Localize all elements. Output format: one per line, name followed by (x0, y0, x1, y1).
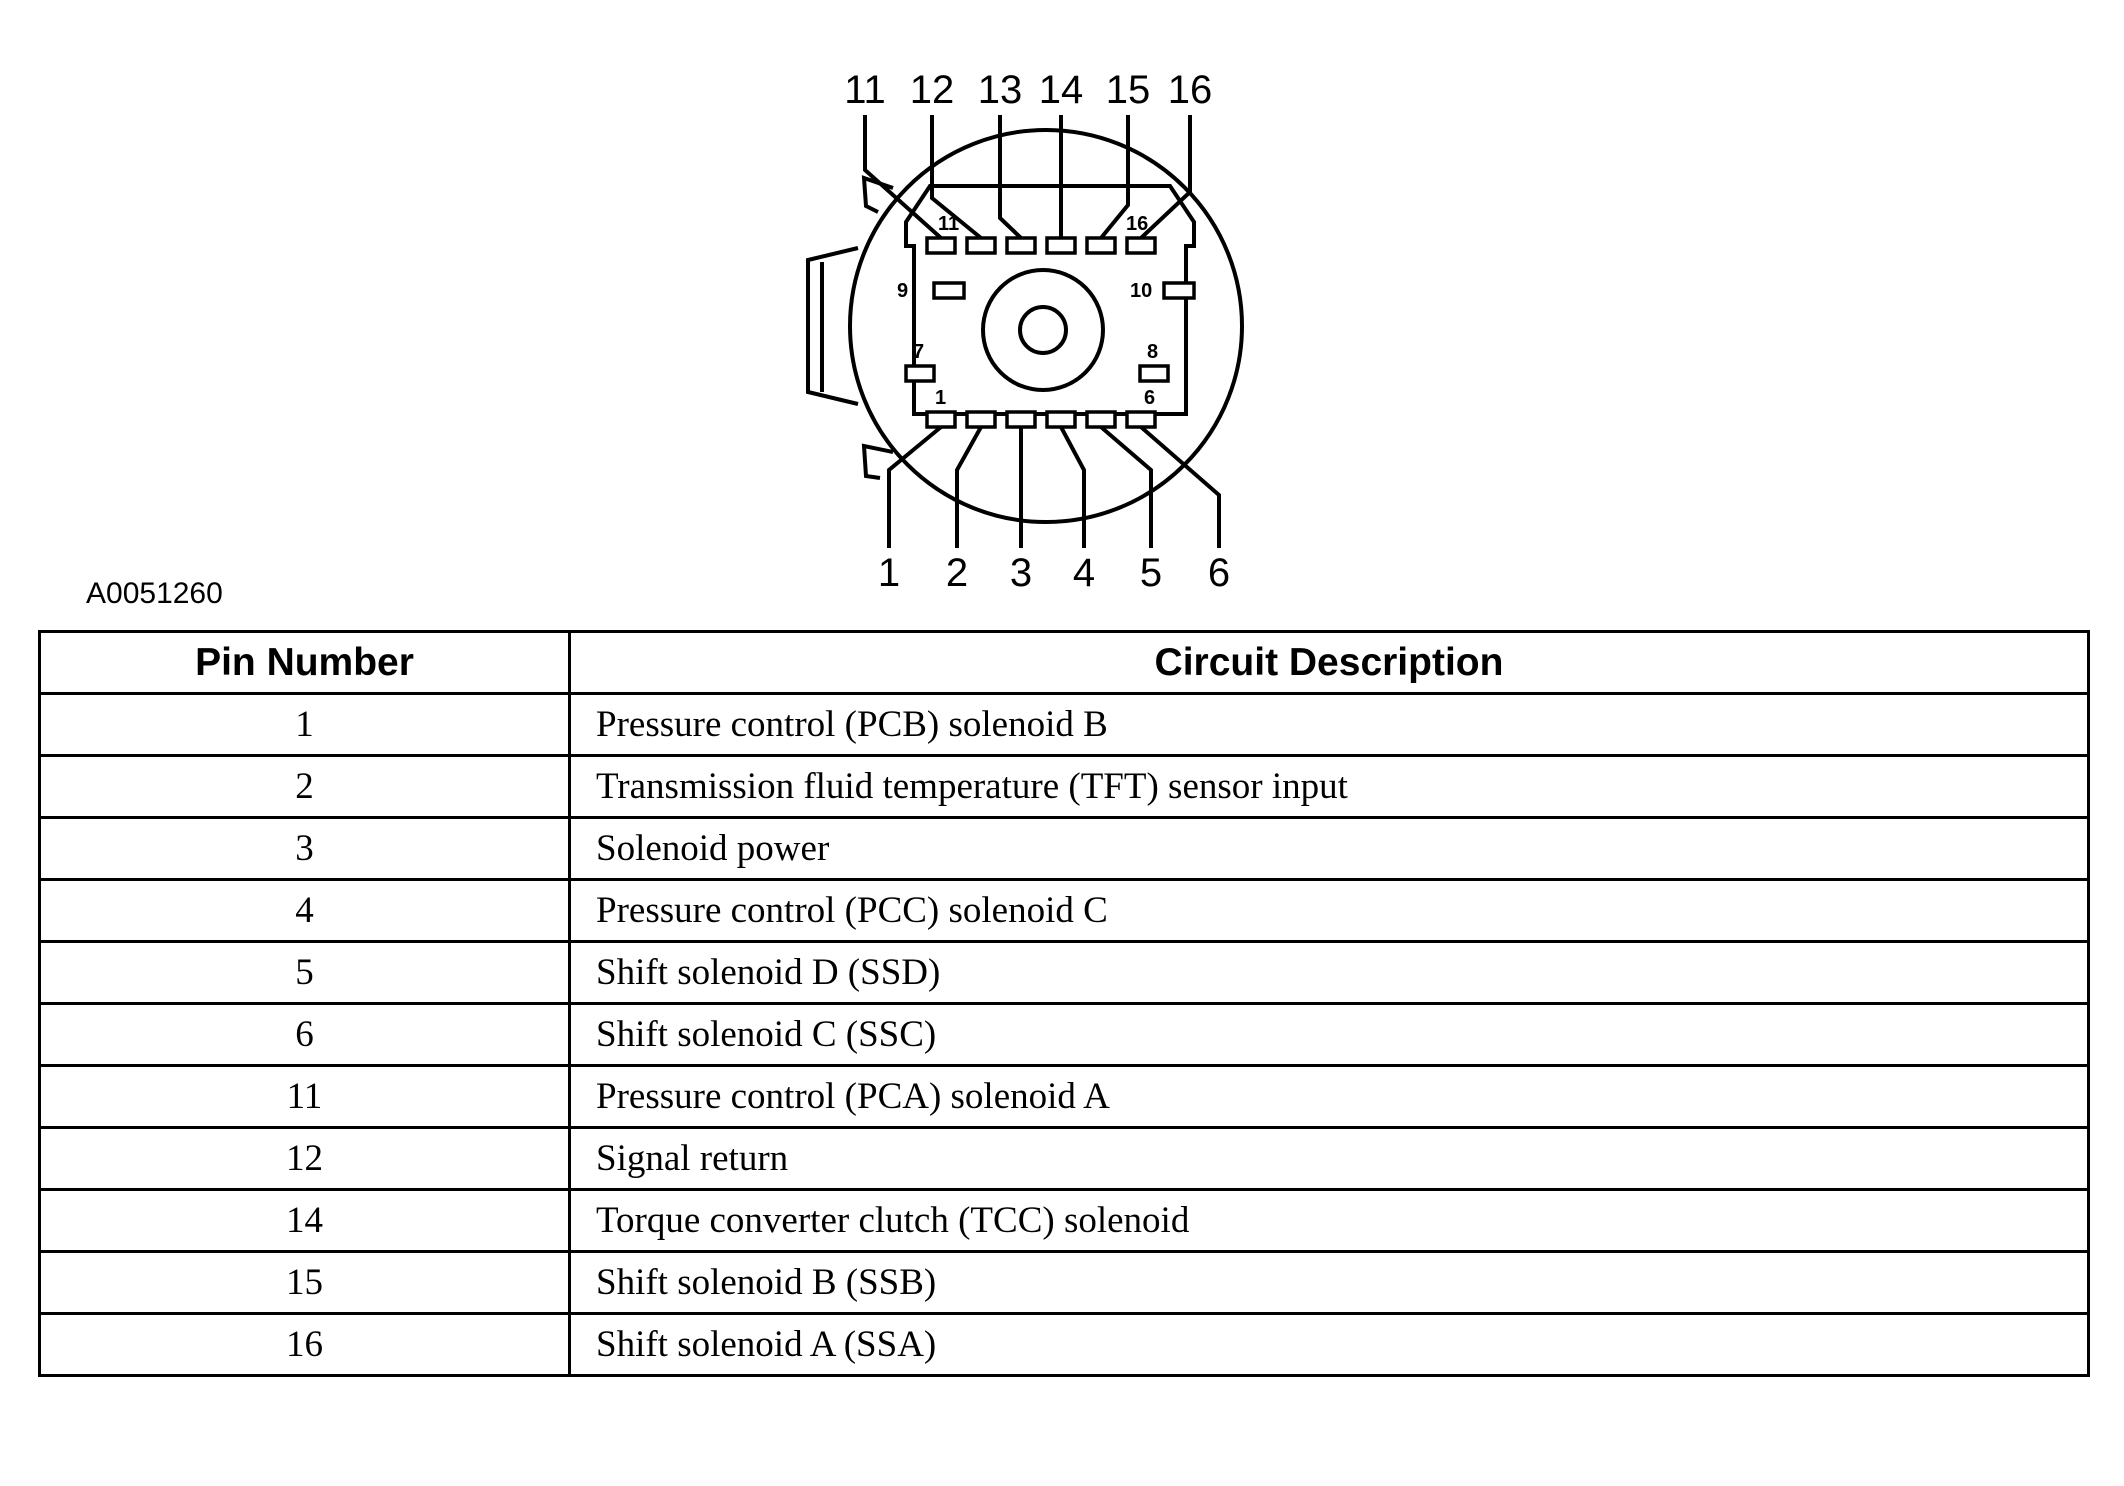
description-cell: Pressure control (PCC) solenoid C (568, 878, 2090, 943)
terminal-9 (932, 281, 966, 300)
terminal-3 (1005, 410, 1037, 429)
terminal-13 (1005, 236, 1037, 255)
callout-15: 15 (1106, 68, 1151, 112)
callout-14: 14 (1039, 68, 1084, 112)
connector-pinout-diagram: 11 12 13 14 15 16 1 2 3 4 5 6 11 16 9 10… (86, 68, 1244, 610)
pin-cell: 16 (38, 1312, 571, 1377)
inner-label-16: 16 (1126, 213, 1148, 235)
description-cell: Shift solenoid D (SSD) (568, 940, 2090, 1005)
callout-16: 16 (1168, 68, 1213, 112)
connector-body (848, 128, 1244, 524)
terminal-5 (1085, 410, 1117, 429)
callout-12: 12 (910, 68, 955, 112)
center-post-outer (981, 268, 1105, 392)
pin-cell: 6 (38, 1002, 571, 1067)
terminal-15 (1085, 236, 1117, 255)
terminal-14 (1045, 236, 1077, 255)
callout-11: 11 (844, 68, 886, 112)
description-cell: Shift solenoid C (SSC) (568, 1002, 2090, 1067)
pin-cell: 3 (38, 816, 571, 881)
inner-label-11: 11 (938, 213, 959, 235)
inner-label-1: 1 (935, 387, 946, 409)
description-cell: Pressure control (PCA) solenoid A (568, 1064, 2090, 1129)
pin-cell: 5 (38, 940, 571, 1005)
description-cell: Shift solenoid B (SSB) (568, 1250, 2090, 1315)
description-cell: Pressure control (PCB) solenoid B (568, 692, 2090, 757)
terminal-8 (1138, 364, 1170, 383)
callout-2: 2 (946, 551, 968, 595)
inner-label-8: 8 (1147, 341, 1158, 363)
inner-label-9: 9 (897, 280, 908, 302)
callout-13: 13 (978, 68, 1023, 112)
pin-cell: 4 (38, 878, 571, 943)
pin-cell: 15 (38, 1250, 571, 1315)
description-cell: Shift solenoid A (SSA) (568, 1312, 2090, 1377)
terminal-7 (904, 364, 936, 383)
connector-latch (806, 246, 859, 406)
callout-1: 1 (878, 551, 900, 595)
inner-label-10: 10 (1130, 280, 1152, 302)
terminal-housing (904, 184, 1196, 416)
terminal-11 (925, 236, 957, 255)
description-cell: Solenoid power (568, 816, 2090, 881)
figure-id: A0051260 (86, 577, 223, 610)
description-cell: Transmission fluid temperature (TFT) sen… (568, 754, 2090, 819)
pin-cell: 12 (38, 1126, 571, 1191)
pin-number-header: Pin Number (38, 630, 571, 695)
terminal-6 (1125, 410, 1157, 429)
terminal-2 (965, 410, 997, 429)
terminal-10 (1162, 281, 1196, 300)
terminal-4 (1045, 410, 1077, 429)
pin-cell: 2 (38, 754, 571, 819)
inner-label-7: 7 (913, 341, 924, 363)
terminal-1 (925, 410, 957, 429)
callout-6: 6 (1208, 551, 1230, 595)
description-cell: Signal return (568, 1126, 2090, 1191)
circuit-description-header: Circuit Description (568, 630, 2090, 695)
callout-5: 5 (1140, 551, 1162, 595)
inner-label-6: 6 (1144, 387, 1155, 409)
pin-cell: 11 (38, 1064, 571, 1129)
table-header-row: Pin Number Circuit Description (38, 630, 2090, 695)
terminal-12 (965, 236, 997, 255)
pin-cell: 1 (38, 692, 571, 757)
pin-cell: 14 (38, 1188, 571, 1253)
terminal-16 (1125, 236, 1157, 255)
callout-3: 3 (1010, 551, 1032, 595)
center-post-inner (1018, 305, 1068, 355)
callout-4: 4 (1073, 551, 1095, 595)
description-cell: Torque converter clutch (TCC) solenoid (568, 1188, 2090, 1253)
lower-ear (861, 443, 894, 480)
leader-lines (863, 115, 1221, 548)
